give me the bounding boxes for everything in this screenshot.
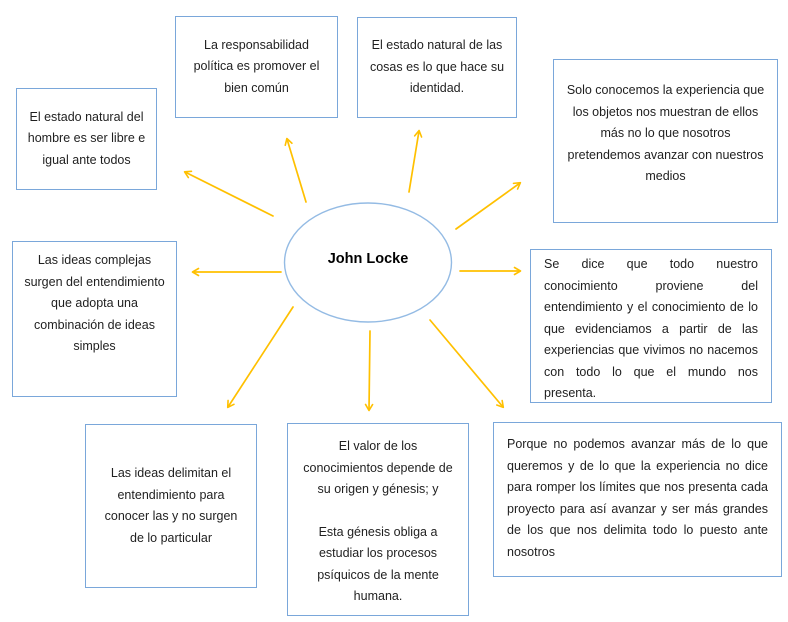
node-text: La responsabilidad política es promover …	[193, 37, 320, 95]
arrow-to-valor	[364, 330, 374, 412]
node-solo-conocemos: Solo conocemos la experiencia que los ob…	[553, 59, 778, 223]
arrow-to-estado-cosas	[408, 129, 423, 193]
arrow-to-ideas-delimitan	[226, 306, 294, 409]
node-estado-natural-hombre: El estado natural del hombre es ser libr…	[16, 88, 157, 190]
node-text: El estado natural del hombre es ser libr…	[27, 109, 146, 167]
node-se-dice: Se dice que todo nuestro conocimiento pr…	[530, 249, 772, 403]
node-text: Las ideas complejas surgen del entendimi…	[24, 253, 165, 353]
arrow-to-responsabilidad	[284, 137, 307, 203]
arrow-to-porque	[429, 319, 505, 409]
center-node-label: John Locke	[327, 250, 409, 267]
arrow-to-estado-hombre	[183, 170, 274, 217]
node-responsabilidad-politica: La responsabilidad política es promover …	[175, 16, 338, 118]
node-ideas-delimitan: Las ideas delimitan el entendimiento par…	[85, 424, 257, 588]
node-ideas-complejas: Las ideas complejas surgen del entendimi…	[12, 241, 177, 397]
node-text-paragraph: Esta génesis obliga a estudiar los proce…	[317, 524, 439, 604]
node-text: Las ideas delimitan el entendimiento par…	[104, 466, 238, 545]
node-text-paragraph: El valor de los conocimientos depende de…	[303, 439, 453, 496]
node-porque-no-podemos: Porque no podemos avanzar más de lo que …	[493, 422, 782, 577]
node-text: El estado natural de las cosas es lo que…	[369, 38, 505, 96]
node-text: Se dice que todo nuestro conocimiento pr…	[544, 257, 758, 400]
node-estado-natural-cosas: El estado natural de las cosas es lo que…	[357, 17, 517, 118]
node-text: Solo conocemos la experiencia que los ob…	[566, 83, 765, 183]
center-ellipse	[283, 202, 453, 323]
node-valor-conocimientos: El valor de los conocimientos depende de…	[287, 423, 469, 616]
arrow-to-solo-conocemos	[455, 181, 522, 230]
node-text: Porque no podemos avanzar más de lo que …	[507, 437, 768, 559]
